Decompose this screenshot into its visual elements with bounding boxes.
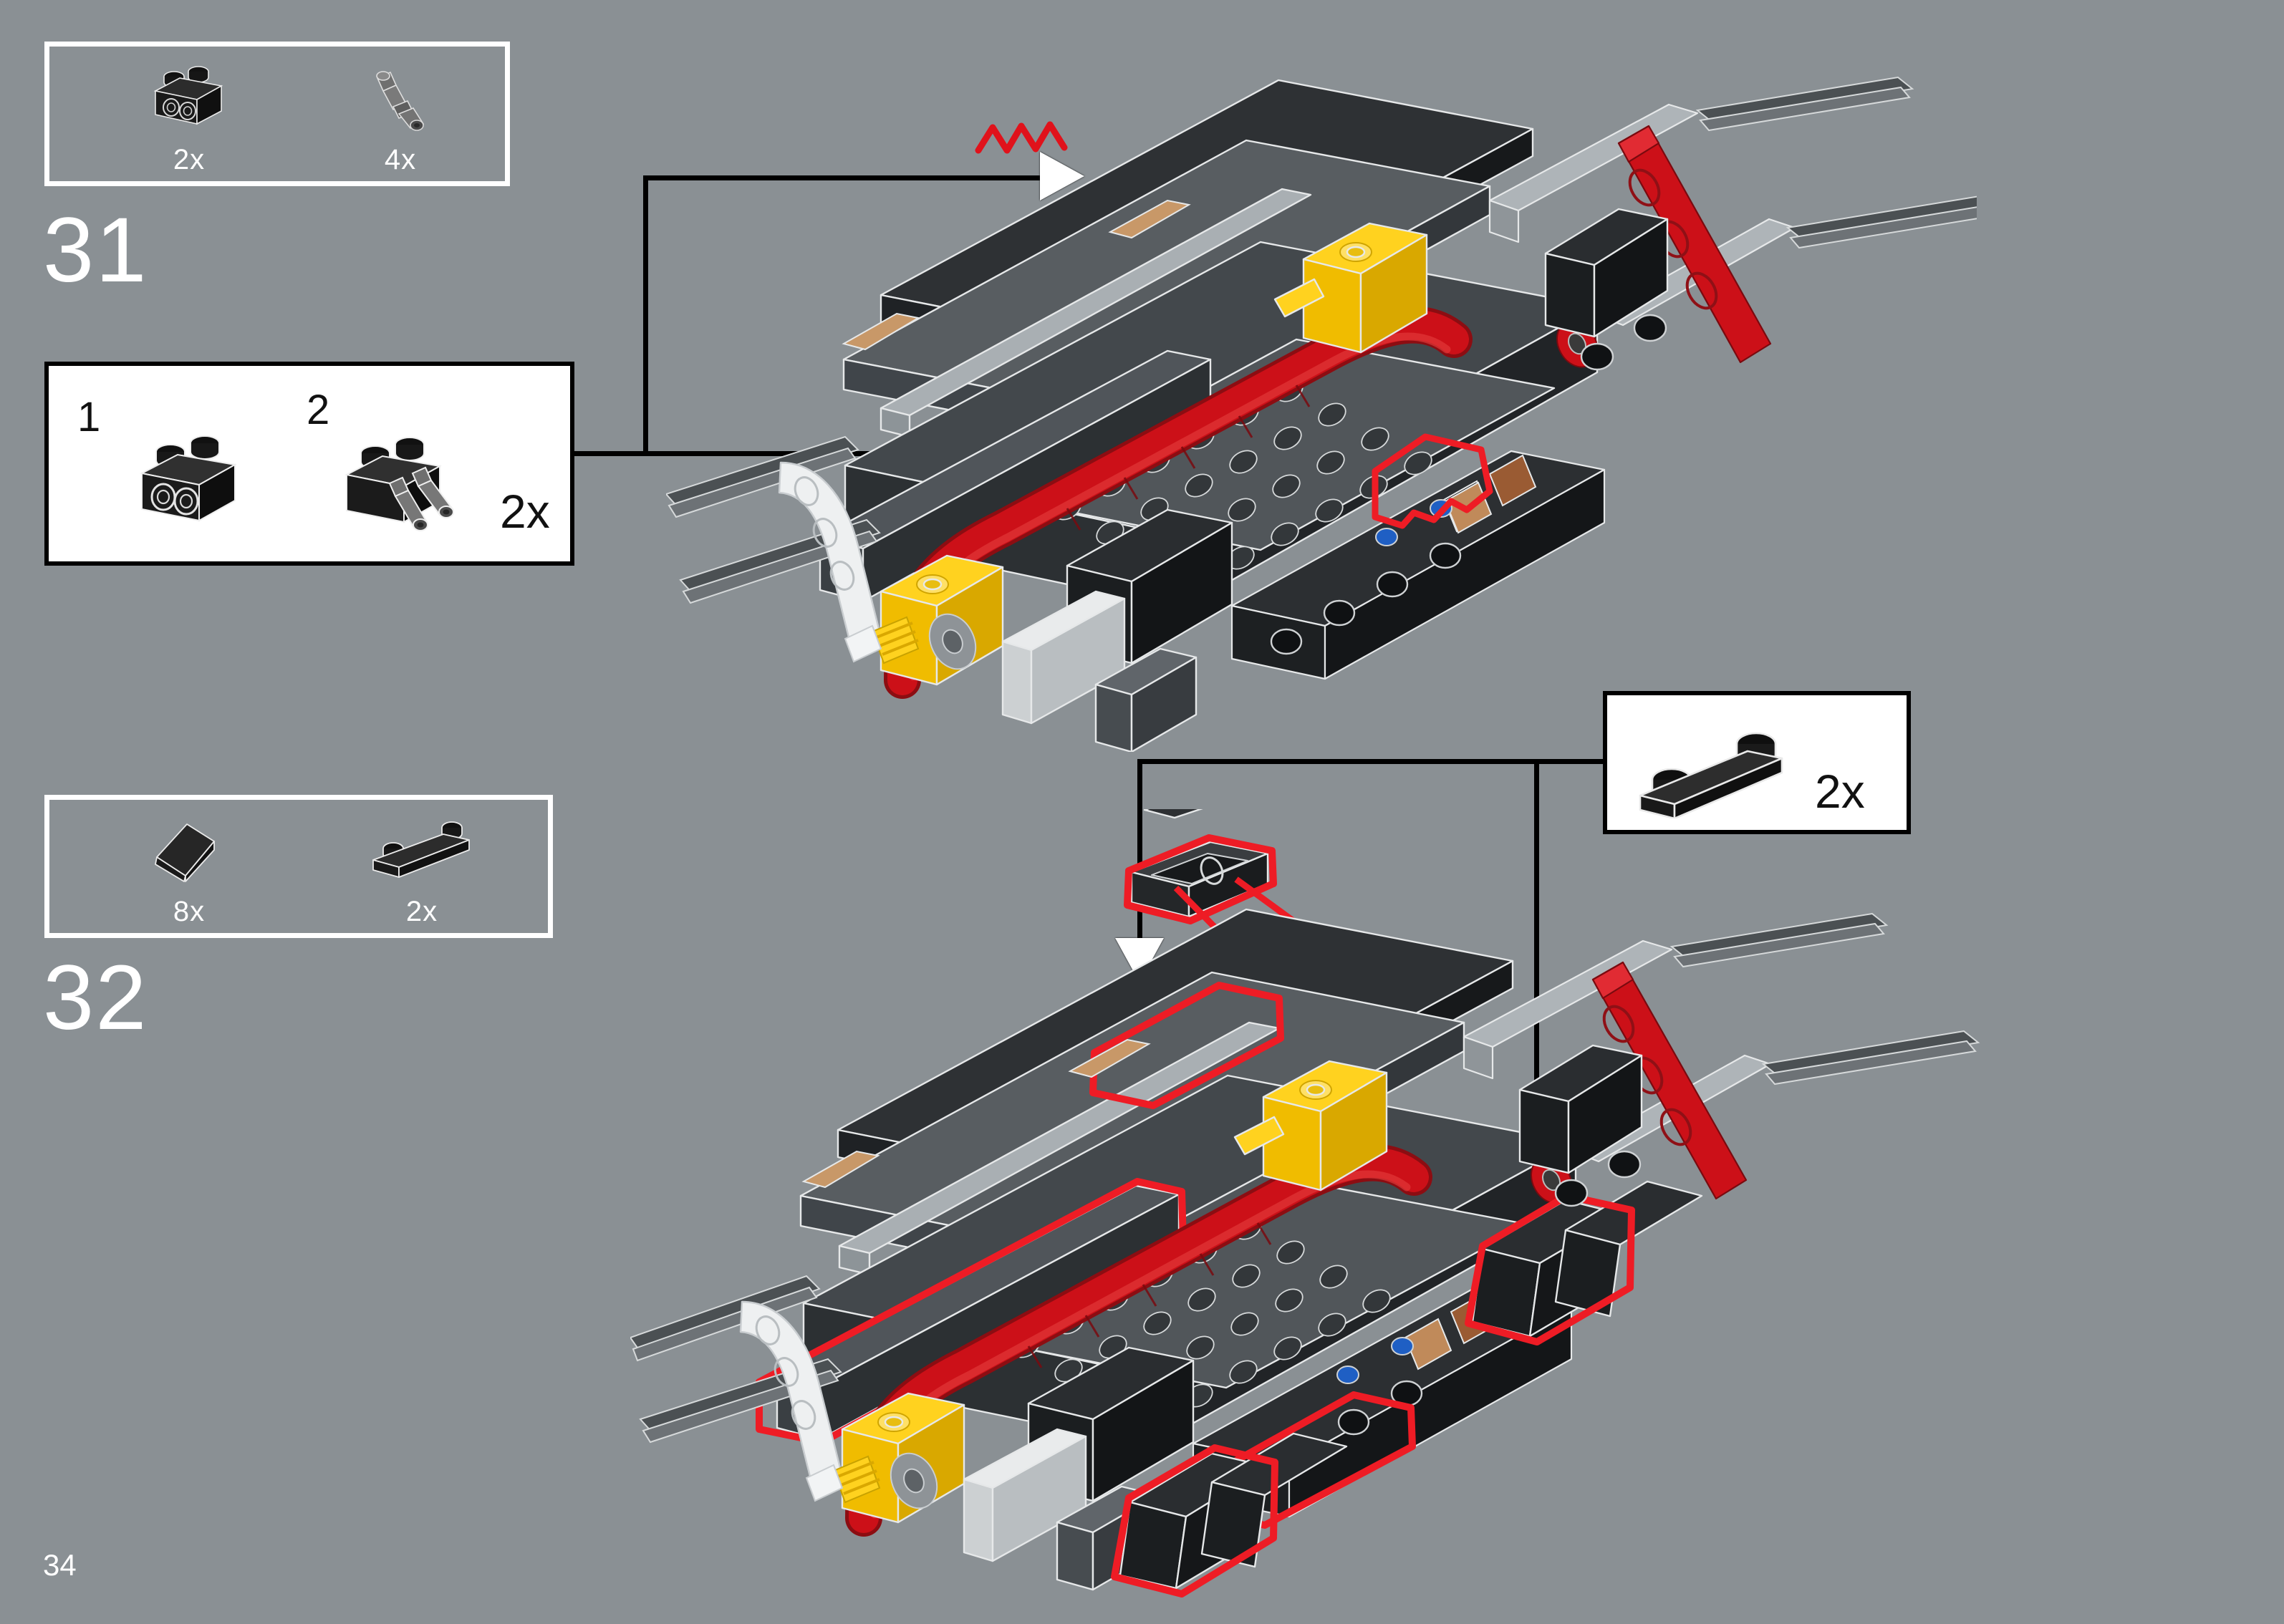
sub-assembly-callout-step-31: 1 2 bbox=[44, 362, 574, 566]
technic-pin-with-bush-icon bbox=[376, 71, 425, 131]
substep-2-brick-with-pins-icon bbox=[344, 437, 454, 531]
model-illustration-step-31 bbox=[666, 36, 1977, 752]
tile-1x4-with-two-studs-icon bbox=[372, 821, 470, 878]
part-item-technic-pin: 4x bbox=[357, 62, 443, 176]
page-number: 34 bbox=[43, 1548, 77, 1582]
wedge-slope-black-icon bbox=[155, 823, 215, 882]
brick-1x2-with-4-side-studs-icon bbox=[153, 66, 223, 125]
sub-assembly-qty: 2x bbox=[500, 485, 550, 538]
floating-tile-highlight bbox=[1124, 834, 1277, 924]
part-qty-label: 2x bbox=[405, 896, 438, 927]
part-qty-label: 8x bbox=[173, 896, 206, 927]
substep-label-1: 1 bbox=[77, 394, 101, 440]
step-number-31: 31 bbox=[43, 199, 148, 301]
part-qty-label: 2x bbox=[173, 144, 206, 175]
substep-label-2: 2 bbox=[307, 387, 330, 433]
part-item-tile-1x4: 2x bbox=[365, 814, 479, 928]
part-qty-label: 4x bbox=[384, 144, 417, 175]
callout-tile-1x4-with-two-studs-icon bbox=[1639, 732, 1783, 818]
part-item-wedge-slope: 8x bbox=[143, 814, 236, 928]
parts-box-step-32: 8x 2x bbox=[44, 795, 553, 938]
model-illustration-step-32 bbox=[630, 809, 1991, 1618]
callout-qty: 2x bbox=[1815, 765, 1865, 818]
parts-box-step-31: 2x 4x bbox=[44, 42, 510, 186]
substep-1-brick-icon bbox=[140, 435, 237, 522]
step-number-32: 32 bbox=[43, 947, 148, 1049]
part-callout-step-32: 2x bbox=[1603, 691, 1911, 834]
part-item-brick-1x2-side-studs: 2x bbox=[143, 62, 236, 176]
